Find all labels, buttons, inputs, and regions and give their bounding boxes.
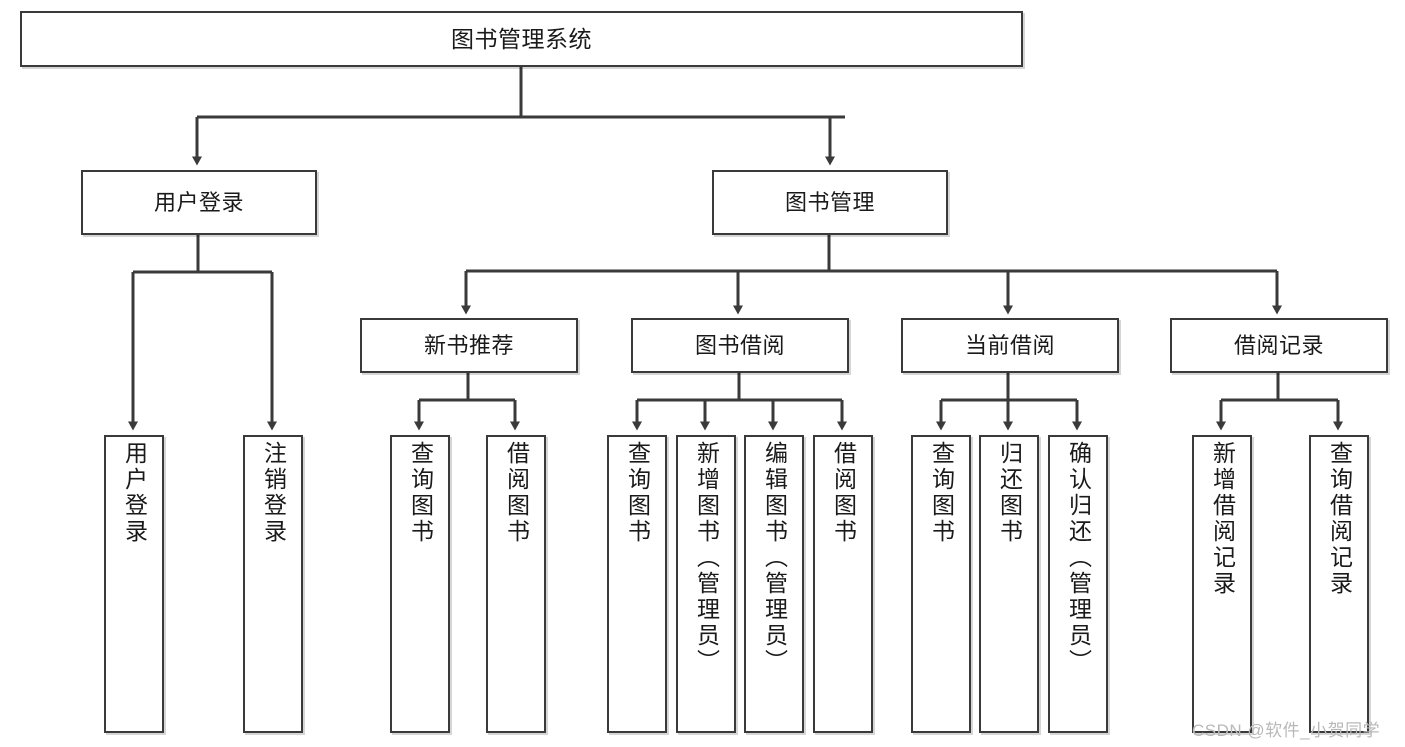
node-current-borrow[interactable]: 当前借阅 xyxy=(901,318,1119,373)
node-label: 查询图书 xyxy=(407,441,434,545)
leaf-borrow-query-book[interactable]: 查询图书 xyxy=(607,435,667,733)
node-label: 用户登录 xyxy=(153,189,244,215)
leaf-borrow-edit-book-admin[interactable]: 编辑图书（管理员） xyxy=(744,435,804,733)
node-label: 借阅图书 xyxy=(830,441,857,545)
node-label: 图书管理系统 xyxy=(451,25,592,52)
leaf-record-query-record[interactable]: 查询借阅记录 xyxy=(1309,435,1369,733)
leaf-current-return-book[interactable]: 归还图书 xyxy=(979,435,1039,733)
node-label: 查询借阅记录 xyxy=(1326,441,1353,597)
node-label: 归还图书 xyxy=(996,441,1023,545)
node-book-borrow[interactable]: 图书借阅 xyxy=(631,318,849,373)
watermark: CSDN @软件_小贺同学 xyxy=(1192,721,1381,740)
node-label: 新增图书（管理员） xyxy=(693,441,720,675)
node-label: 用户登录 xyxy=(121,441,148,545)
leaf-record-add-record[interactable]: 新增借阅记录 xyxy=(1192,435,1252,733)
node-label: 注销登录 xyxy=(260,441,287,545)
node-label: 编辑图书（管理员） xyxy=(761,441,788,675)
leaf-user-login-login[interactable]: 用户登录 xyxy=(104,435,164,733)
leaf-borrow-borrow-book[interactable]: 借阅图书 xyxy=(813,435,873,733)
node-label: 新书推荐 xyxy=(423,332,514,358)
node-label: 确认归还（管理员） xyxy=(1065,441,1092,675)
node-label: 查询图书 xyxy=(928,441,955,545)
leaf-user-login-logout[interactable]: 注销登录 xyxy=(243,435,303,733)
node-label: 查询图书 xyxy=(624,441,651,545)
leaf-recommend-query-book[interactable]: 查询图书 xyxy=(390,435,450,733)
node-root-book-management-system[interactable]: 图书管理系统 xyxy=(20,11,1023,67)
node-user-login[interactable]: 用户登录 xyxy=(81,170,317,235)
node-label: 图书借阅 xyxy=(694,332,785,358)
node-borrow-record[interactable]: 借阅记录 xyxy=(1170,318,1388,373)
node-label: 当前借阅 xyxy=(964,332,1055,358)
node-label: 借阅图书 xyxy=(503,441,530,545)
leaf-current-query-book[interactable]: 查询图书 xyxy=(911,435,971,733)
node-new-book-recommend[interactable]: 新书推荐 xyxy=(360,318,578,373)
leaf-recommend-borrow-book[interactable]: 借阅图书 xyxy=(486,435,546,733)
node-label: 新增借阅记录 xyxy=(1209,441,1236,597)
node-label: 图书管理 xyxy=(784,189,875,215)
leaf-borrow-add-book-admin[interactable]: 新增图书（管理员） xyxy=(676,435,736,733)
node-book-management[interactable]: 图书管理 xyxy=(712,170,948,235)
node-label: 借阅记录 xyxy=(1233,332,1324,358)
leaf-current-confirm-return-admin[interactable]: 确认归还（管理员） xyxy=(1048,435,1108,733)
